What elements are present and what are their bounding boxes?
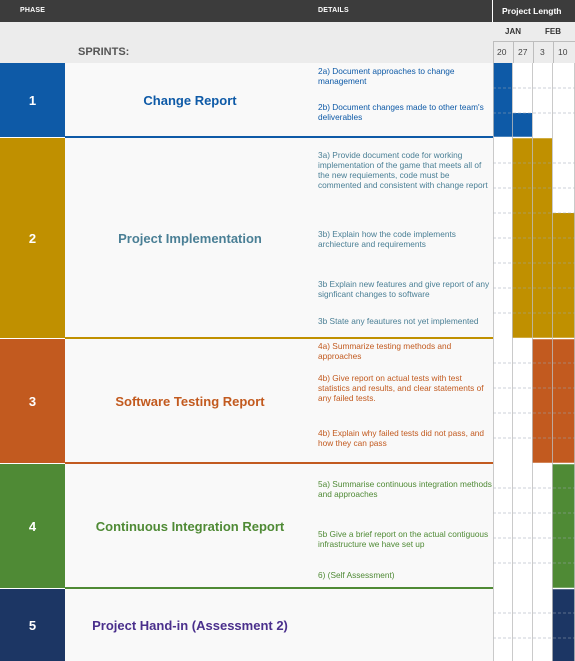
phase-5-row [65, 589, 493, 661]
phase-1-cell: 1 [0, 63, 65, 137]
week-dividers [493, 42, 554, 63]
phase-1-detail-2: 2b) Document changes made to other team'… [318, 102, 484, 122]
project-length-header: Project Length [502, 6, 562, 16]
phase-3-separator [65, 462, 493, 464]
phase-3-detail-3: 4b) Explain why failed tests did not pas… [318, 428, 485, 448]
month-feb: FEB [545, 27, 561, 36]
gantt-row-lines [493, 87, 575, 639]
phase-4-title: Continuous Integration Report [95, 518, 285, 534]
gantt-bar-phase-5 [552, 589, 575, 661]
subheader-row [0, 22, 575, 63]
gantt-phase-boundaries [493, 136, 575, 590]
week-20: 20 [497, 47, 507, 57]
phase-3-detail-1: 4a) Summarize testing methods and approa… [318, 341, 452, 361]
gantt-bar-phase-1a [493, 63, 512, 113]
table-header: PHASE DETAILS Project Length [0, 0, 575, 22]
gantt-bar-phase-3 [532, 339, 575, 463]
phase-column-header: PHASE [20, 7, 46, 14]
week-10: 10 [558, 47, 568, 57]
phase-2-detail-3: 3b Explain new features and give report … [318, 279, 490, 299]
month-jan: JAN [505, 27, 522, 36]
gantt-chart [493, 63, 575, 661]
phase-2-detail-2: 3b) Explain how the code implements arch… [318, 229, 456, 249]
phase-2-detail-4: 3b State any feautures not yet implement… [318, 316, 479, 326]
phase-4-cell: 4 [0, 464, 65, 588]
phase-3-detail-2: 4b) Give report on actual tests with tes… [318, 373, 484, 403]
phase-3-cell: 3 [0, 339, 65, 463]
phase-3-row [65, 339, 493, 463]
header-divider [492, 0, 493, 22]
phase-4-row [65, 464, 493, 588]
sprints-label: SPRINTS: [78, 46, 130, 58]
details-column-header: DETAILS [318, 7, 349, 14]
phase-2-title: Project Implementation [118, 230, 262, 246]
phase-1-separator [65, 136, 493, 138]
week-3: 3 [540, 47, 545, 57]
phase-2-detail-1: 3a) Provide document code for working im… [318, 150, 488, 190]
week-27: 27 [518, 47, 528, 57]
gantt-bar-phase-4 [552, 464, 575, 588]
phase-1-detail-1: 2a) Document approaches to change manage… [318, 66, 455, 86]
phase-5-title: Project Hand-in (Assessment 2) [92, 617, 288, 633]
phase-1-title: Change Report [143, 92, 237, 108]
month-divider [493, 41, 575, 42]
phase-4-separator [65, 587, 493, 589]
gantt-bar-phase-2b [552, 213, 575, 338]
phase-2-row [65, 138, 493, 338]
phase-2-separator [65, 337, 493, 339]
phase-1-row [65, 63, 493, 137]
phase-2-cell: 2 [0, 138, 65, 338]
phase-4-detail-2: 5b Give a brief report on the actual con… [318, 529, 489, 549]
phase-4-detail-3: 6) (Self Assessment) [318, 570, 395, 580]
phase-3-title: Software Testing Report [115, 393, 265, 409]
phase-5-cell: 5 [0, 589, 65, 661]
phase-4-detail-1: 5a) Summarise continuous integration met… [318, 479, 492, 499]
